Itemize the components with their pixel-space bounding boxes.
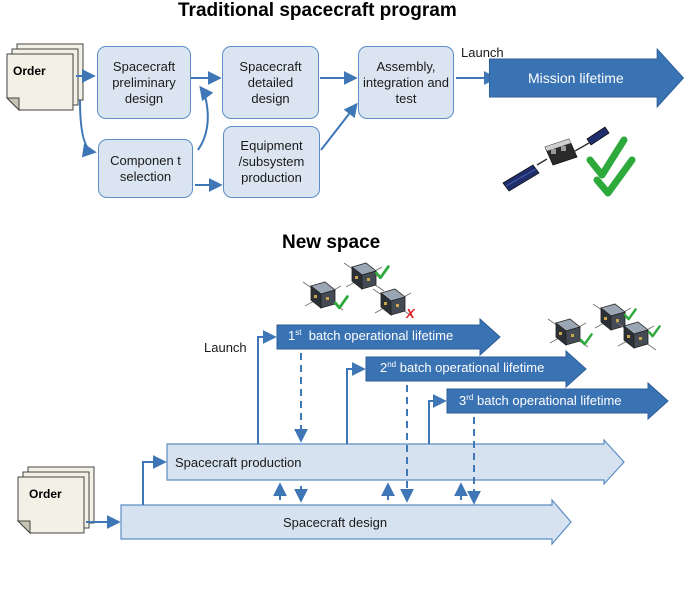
detailed-design-label: Spacecraft detailed design — [239, 58, 302, 106]
title-new-space: New space — [282, 232, 381, 253]
equipment-production-box: Equipment /subsystem production — [223, 126, 320, 198]
title-traditional: Traditional spacecraft program — [178, 0, 457, 21]
launch-connector-1 — [257, 330, 277, 444]
satellite-icon — [502, 126, 610, 192]
cubesat-icon-cluster — [547, 303, 661, 351]
mission-lifetime-label: Mission lifetime — [528, 70, 624, 86]
assembly-integration-test-label: Assembly, integration and test — [363, 58, 450, 106]
component-selection-label: Componen t selection — [110, 152, 181, 184]
checkmark-icon — [586, 136, 636, 197]
arrow-equipment-to-assembly — [320, 102, 358, 151]
launch-connector-2 — [346, 362, 366, 444]
batch-1-label: 1st batch operational lifetime — [288, 328, 454, 343]
assembly-integration-test-box: Assembly, integration and test — [358, 46, 454, 119]
spacecraft-design-arrow — [120, 498, 572, 546]
batch-1-arrow — [276, 317, 501, 357]
exchange-arrows — [273, 482, 468, 503]
order-label-top: Order — [13, 64, 46, 78]
spacecraft-production-label: Spacecraft production — [175, 455, 302, 470]
equipment-production-label: Equipment /subsystem production — [238, 138, 305, 185]
order-label-bottom: Order — [29, 487, 62, 501]
detailed-design-box: Spacecraft detailed design — [222, 46, 319, 119]
x-mark-icon: X — [405, 306, 416, 321]
mission-lifetime-arrow — [488, 47, 685, 109]
spacecraft-design-label: Spacecraft design — [283, 515, 388, 530]
launch-connector-3 — [428, 394, 447, 444]
batch-3-label: 3rd batch operational lifetime — [459, 393, 622, 408]
component-selection-box: Componen t selection — [98, 139, 193, 198]
batch-2-arrow — [365, 349, 587, 389]
arrow-to-production — [142, 455, 167, 505]
launch-label-top: Launch — [461, 45, 504, 60]
launch-label-bottom: Launch — [204, 340, 247, 355]
arrow-order-to-component — [79, 99, 97, 158]
arrow-component-to-prelim — [197, 85, 214, 151]
batch-2-label: 2nd batch operational lifetime — [380, 360, 545, 375]
batch-3-arrow — [446, 381, 669, 421]
cubesat-icon — [302, 262, 414, 318]
preliminary-design-box: Spacecraft preliminary design — [97, 46, 191, 119]
spacecraft-production-arrow — [166, 438, 625, 486]
preliminary-design-label: Spacecraft preliminary design — [112, 58, 176, 106]
